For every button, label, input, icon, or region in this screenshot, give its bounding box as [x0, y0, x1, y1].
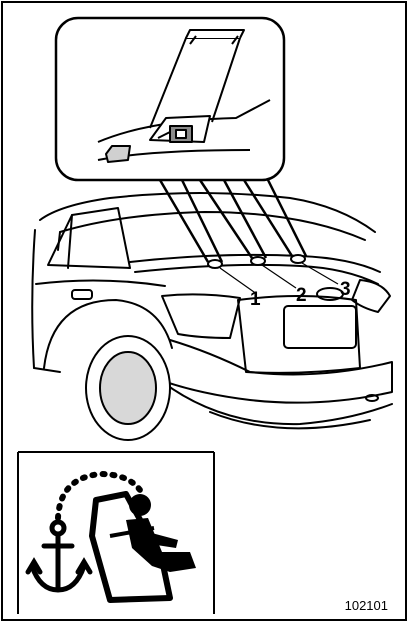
detail-inset: [56, 18, 284, 180]
callout-2: 2: [296, 286, 307, 305]
tether-anchor-slot: [176, 130, 186, 138]
callout-3: 3: [340, 280, 351, 299]
anchor-point-3: [291, 255, 305, 263]
rear-wheel-rim: [100, 352, 156, 424]
anchor-point-2: [251, 257, 265, 265]
shelf-object: [106, 146, 130, 162]
callout-1: 1: [250, 290, 261, 309]
figure-id: 102101: [345, 598, 388, 613]
anchor-point-1: [208, 260, 222, 268]
